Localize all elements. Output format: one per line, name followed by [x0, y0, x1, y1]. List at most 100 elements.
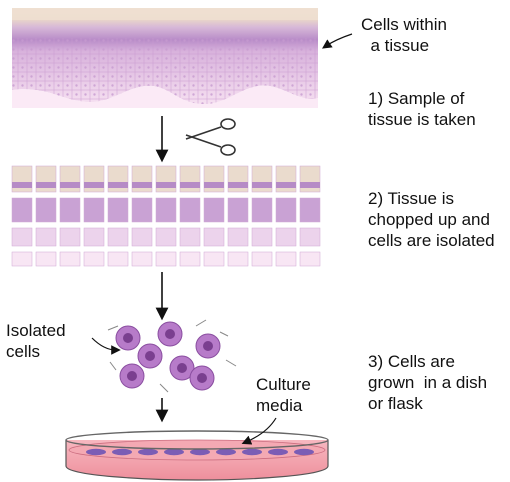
tissue-piece	[35, 227, 57, 247]
tissue-piece	[155, 165, 177, 193]
tissue-piece-band	[60, 182, 80, 188]
tissue-piece-band	[36, 182, 56, 188]
debris-fiber	[109, 361, 117, 371]
tissue-piece	[203, 165, 225, 193]
tissue-piece-band	[84, 182, 104, 188]
dish-cell	[294, 448, 314, 456]
tissue-piece-band	[12, 182, 32, 188]
debris-fiber	[107, 325, 119, 331]
tissue-piece	[107, 227, 129, 247]
dish-cell	[86, 448, 106, 456]
tissue-piece	[11, 227, 33, 247]
tissue-piece	[131, 165, 153, 193]
tissue-piece	[83, 227, 105, 247]
tissue-piece	[275, 251, 297, 267]
cells-within-tissue-label: Cells within a tissue	[361, 15, 447, 55]
step1-label: 1) Sample of tissue is taken	[368, 89, 476, 129]
tissue-piece	[227, 227, 249, 247]
culture-media-pointer-arrow	[241, 417, 277, 445]
debris-fiber	[219, 331, 229, 337]
tissue-piece	[203, 251, 225, 267]
cell-nucleus	[145, 351, 155, 361]
dish-cell	[190, 448, 210, 456]
tissue-piece-band	[204, 182, 224, 188]
culture-media-label: Culture media	[256, 375, 311, 415]
tissue-piece	[299, 251, 321, 267]
tissue-piece	[59, 251, 81, 267]
isolated-pointer-arrow	[91, 337, 121, 355]
tissue-piece	[179, 197, 201, 223]
tissue-piece-band	[228, 182, 248, 188]
tissue-piece-band	[300, 182, 320, 188]
tissue-piece	[107, 165, 129, 193]
debris-fiber	[225, 359, 237, 367]
chopped-tissue	[11, 165, 321, 267]
tissue-piece	[299, 197, 321, 223]
tissue-piece-band	[180, 182, 200, 188]
isolated-cells-label: Isolated cells	[6, 321, 66, 361]
tissue-piece	[251, 251, 273, 267]
tissue-piece	[179, 165, 201, 193]
tissue-piece-band	[132, 182, 152, 188]
tissue-surface-layer	[12, 8, 318, 20]
dish-cell	[216, 448, 236, 456]
tissue-piece	[107, 197, 129, 223]
isolated-cells-group	[107, 319, 237, 393]
dish-cell	[138, 448, 158, 456]
culture-dish	[65, 417, 329, 481]
dish-cell	[242, 448, 262, 456]
tissue-pointer-arrow	[322, 33, 353, 49]
tissue-piece	[59, 165, 81, 193]
tissue-piece	[203, 227, 225, 247]
cell-nucleus	[123, 333, 133, 343]
tissue-piece	[227, 251, 249, 267]
tissue-piece	[227, 197, 249, 223]
dish-cell-layer	[86, 448, 314, 456]
tissue-piece	[275, 165, 297, 193]
dish-cell	[268, 448, 288, 456]
tissue-piece	[35, 165, 57, 193]
debris-fiber	[159, 383, 169, 393]
tissue-piece	[35, 197, 57, 223]
tissue-piece	[131, 197, 153, 223]
tissue-piece	[11, 165, 33, 193]
step3-label: 3) Cells are grown in a dish or flask	[368, 352, 488, 413]
tissue-piece	[275, 197, 297, 223]
tissue-base	[12, 85, 318, 108]
tissue-piece	[155, 251, 177, 267]
tissue-piece	[275, 227, 297, 247]
tissue-piece-band	[156, 182, 176, 188]
cell-nucleus	[177, 363, 187, 373]
tissue-piece	[131, 251, 153, 267]
scissors-icon	[185, 118, 236, 156]
tissue-piece	[179, 227, 201, 247]
step2-label: 2) Tissue is chopped up and cells are is…	[368, 189, 495, 250]
tissue-piece	[131, 227, 153, 247]
tissue-piece	[251, 197, 273, 223]
tissue-piece	[83, 251, 105, 267]
cell-nucleus	[197, 373, 207, 383]
cell-nucleus	[203, 341, 213, 351]
tissue-piece-band	[108, 182, 128, 188]
tissue-piece	[107, 251, 129, 267]
tissue-piece	[251, 227, 273, 247]
dish-cell	[112, 448, 132, 456]
tissue-piece	[11, 197, 33, 223]
tissue-piece	[59, 197, 81, 223]
tissue-piece	[179, 251, 201, 267]
tissue-piece	[251, 165, 273, 193]
tissue-sample	[12, 8, 318, 108]
cell-nucleus	[165, 329, 175, 339]
tissue-piece	[11, 251, 33, 267]
tissue-piece	[35, 251, 57, 267]
tissue-piece	[299, 227, 321, 247]
tissue-piece	[155, 227, 177, 247]
debris-fiber	[195, 319, 207, 327]
tissue-piece	[227, 165, 249, 193]
tissue-piece	[83, 197, 105, 223]
tissue-piece	[299, 165, 321, 193]
tissue-piece	[83, 165, 105, 193]
tissue-piece-band	[252, 182, 272, 188]
